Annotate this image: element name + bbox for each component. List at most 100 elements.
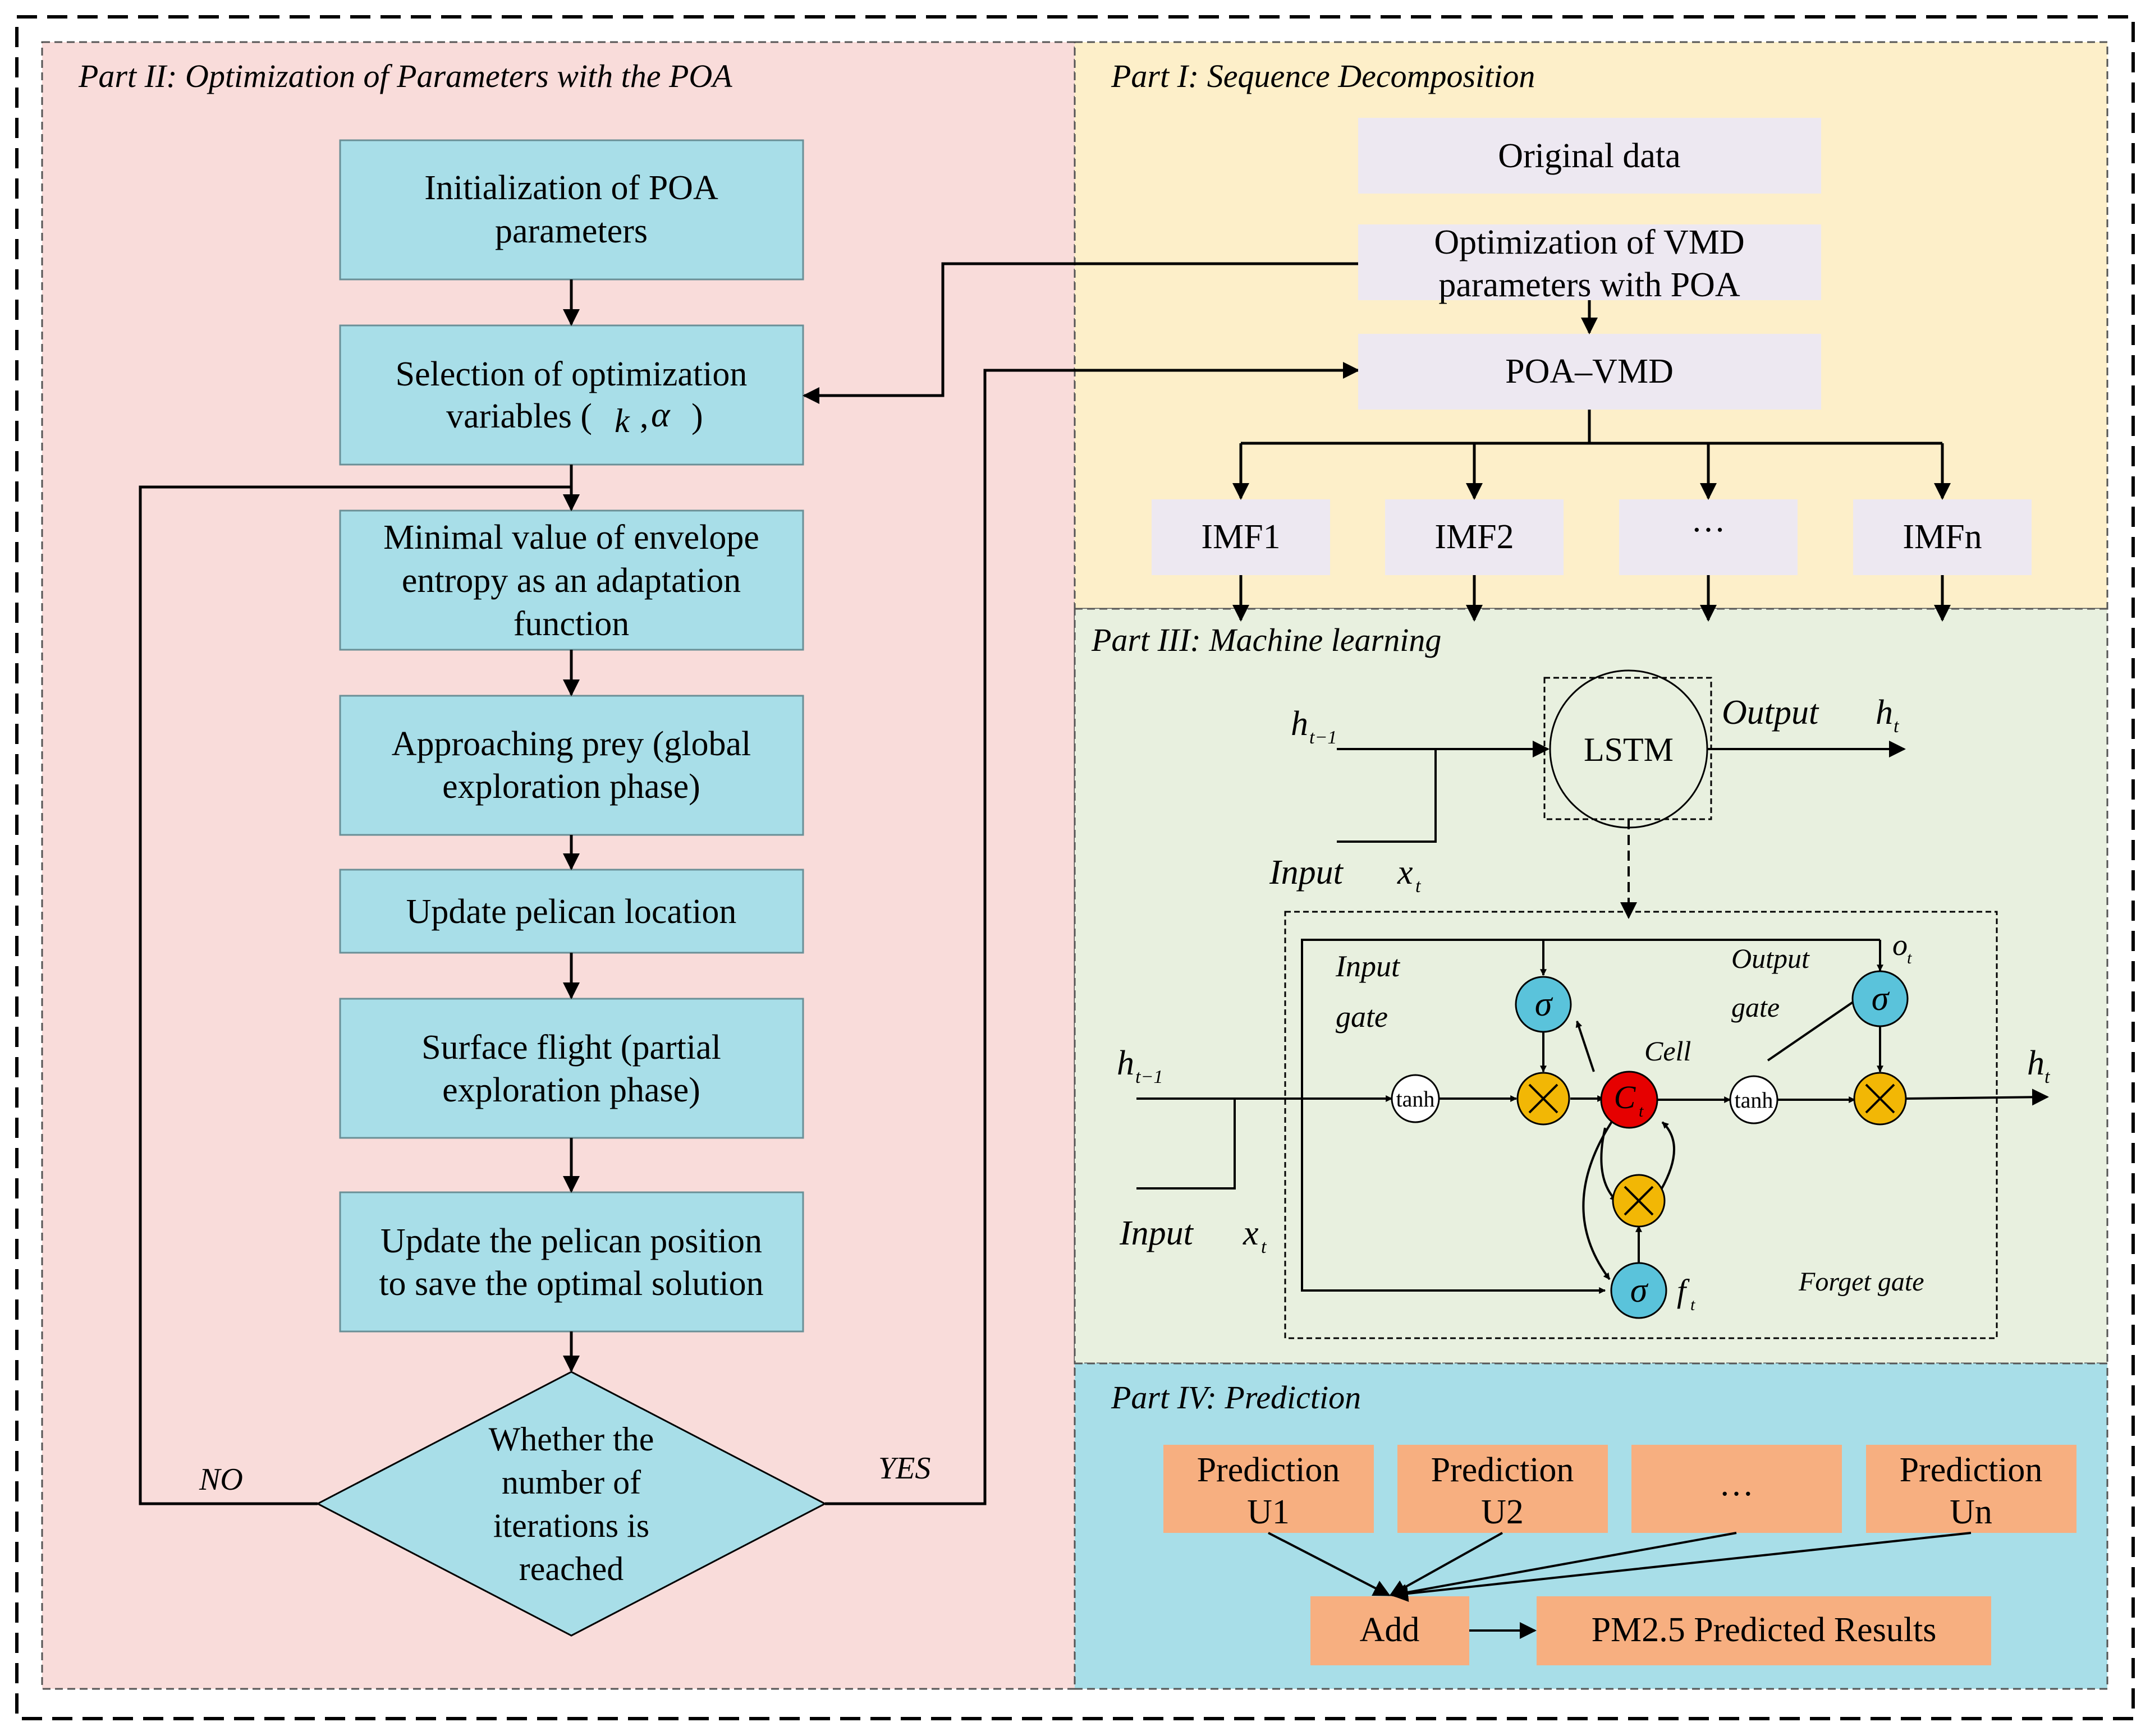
flow-step-envelope-line3: function: [514, 605, 630, 643]
cell-h-out-sub: t: [2044, 1067, 2051, 1087]
input-gate-label-1: Input: [1335, 949, 1401, 983]
forget-gate-label: Forget gate: [1798, 1267, 1924, 1297]
tanh-label-output: tanh: [1735, 1087, 1773, 1113]
imf-ellipsis-box: [1619, 499, 1798, 575]
imf-boxes: IMF1 IMF2 ··· IMFn: [1152, 499, 2032, 575]
cell-label: Cell: [1644, 1035, 1691, 1067]
output-gate-label-1: Output: [1731, 943, 1810, 974]
imf1-box: [1152, 499, 1330, 575]
part3-panel: [1074, 608, 2108, 1365]
part1-connectors: [1232, 300, 1951, 622]
lstm-cell-nodes: σ σ σ tanh tanh C t: [1391, 970, 1909, 1319]
cell-state-C: C: [1614, 1079, 1636, 1115]
flow-step-surface-line1: Surface flight (partial: [421, 1028, 721, 1067]
lstm-top-h-sub: t−1: [1309, 727, 1337, 748]
prediction-un: Prediction Un: [1866, 1445, 2076, 1533]
prediction-u1: Prediction U1: [1163, 1445, 1374, 1533]
o-label-sub: t: [1907, 949, 1912, 967]
decision-line2: number of: [502, 1464, 641, 1501]
prediction-ellipsis-label: …: [1719, 1465, 1754, 1503]
input-gate-sigma-label: σ: [1535, 985, 1553, 1023]
lstm-cell-dashed-box: [1284, 911, 1998, 1339]
part4-connectors: [1268, 1532, 1972, 1639]
prediction-u2-line2: U2: [1481, 1493, 1524, 1531]
f-label-sub: t: [1690, 1296, 1695, 1314]
cell-input-x-sub: t: [1261, 1237, 1267, 1257]
flow-step-select-close: ): [691, 397, 703, 435]
yes-label: YES: [878, 1451, 930, 1486]
cell-hprev-sub: t−1: [1135, 1067, 1163, 1087]
decision-line1: Whether the: [489, 1421, 654, 1458]
flow-step-update-position: Update the pelican position to save the …: [339, 1191, 804, 1333]
flow-step-surface-flight: Surface flight (partial exploration phas…: [339, 998, 804, 1139]
prediction-ellipsis: …: [1631, 1445, 1842, 1533]
part2-title: Part II: Optimization of Parameters with…: [78, 58, 732, 94]
flow-step-update-position-line2: to save the optimal solution: [379, 1265, 763, 1303]
imfn-label: IMFn: [1903, 518, 1982, 556]
lstm-top-hprev-label: h t−1: [1291, 705, 1337, 748]
cell-hprev-h: h: [1117, 1044, 1134, 1082]
flow-step-init: Initialization of POA parameters: [339, 139, 804, 281]
input-gate-sigma-node: [1515, 976, 1572, 1033]
vmd-optimization-box: [1358, 224, 1821, 300]
cell-input-word: Input: [1119, 1214, 1194, 1252]
lstm-cell-labels: h t−1 Input x t Input gate Output gate C…: [1117, 928, 2051, 1314]
add-node: Add: [1310, 1596, 1469, 1665]
poa-vmd-box: [1358, 334, 1821, 410]
part2-connectors: [139, 262, 1360, 1505]
output-gate-sigma-label: σ: [1872, 980, 1890, 1018]
poa-vmd-label: POA–VMD: [1505, 352, 1674, 391]
lstm-top-input-word: Input: [1269, 853, 1344, 892]
lstm-cell-lines: [1136, 939, 2049, 1294]
var-alpha: α: [651, 394, 671, 434]
var-comma: ,: [640, 397, 649, 435]
lstm-top-h: h: [1291, 705, 1308, 743]
cell-h-out: h: [2027, 1044, 2044, 1082]
lstm-top-h-out-sub: t: [1894, 716, 1900, 737]
part1-title: Part I: Sequence Decomposition: [1111, 58, 1535, 94]
output-gate-sigma-node: [1851, 970, 1909, 1027]
lstm-top-output-label: Output h t: [1722, 694, 1900, 737]
flow-step-update-location: Update pelican location: [339, 869, 804, 954]
vmd-optimization-line2: parameters with POA: [1438, 266, 1740, 304]
flow-step-update-location-label: Update pelican location: [406, 893, 737, 931]
add-label: Add: [1360, 1611, 1420, 1649]
multiply-node-input: [1516, 1072, 1570, 1126]
forget-gate-sigma-node: [1610, 1262, 1667, 1319]
decision-line3: iterations is: [493, 1507, 649, 1544]
no-label: NO: [199, 1462, 243, 1497]
tanh-node-input: [1391, 1074, 1440, 1123]
lstm-top-h-out: h: [1876, 694, 1893, 732]
prediction-u2: Prediction U2: [1397, 1445, 1608, 1533]
multiply-node-output: [1853, 1072, 1907, 1126]
cell-state-C-sub: t: [1639, 1102, 1644, 1120]
original-data-box: [1358, 118, 1821, 194]
lstm-top-x: x: [1397, 853, 1413, 892]
imf1-label: IMF1: [1201, 518, 1280, 556]
flow-step-init-line1: Initialization of POA: [424, 169, 718, 207]
flow-step-select-line1: Selection of optimization: [396, 355, 748, 393]
prediction-u2-line1: Prediction: [1431, 1451, 1574, 1489]
flow-step-select-line2: variables (: [446, 397, 592, 435]
lstm-top-input-label: Input x t: [1269, 853, 1422, 897]
flow-step-update-position-line1: Update the pelican position: [381, 1222, 762, 1260]
prediction-u1-line2: U1: [1247, 1493, 1290, 1531]
imf-ellipsis-label: ···: [1691, 511, 1726, 549]
flow-decision-iterations: Whether the number of iterations is reac…: [315, 1371, 827, 1637]
cell-input-x: x: [1243, 1214, 1259, 1252]
result-node: PM2.5 Predicted Results: [1537, 1596, 1991, 1665]
imf2-label: IMF2: [1434, 518, 1514, 556]
forget-gate-sigma-label: σ: [1630, 1271, 1649, 1310]
flow-step-envelope-line2: entropy as an adaptation: [402, 562, 741, 600]
part3-title: Part III: Machine learning: [1091, 622, 1441, 658]
lstm-top-x-sub: t: [1415, 876, 1422, 897]
input-gate-label-2: gate: [1336, 1000, 1388, 1034]
flow-step-approach: Approaching prey (global exploration pha…: [339, 695, 804, 836]
decision-line4: reached: [519, 1550, 624, 1587]
original-data-label: Original data: [1498, 137, 1680, 175]
var-k: k: [615, 402, 630, 439]
part4-title: Part IV: Prediction: [1111, 1379, 1361, 1416]
prediction-un-line1: Prediction: [1900, 1451, 2043, 1489]
tanh-label-input: tanh: [1396, 1086, 1435, 1112]
